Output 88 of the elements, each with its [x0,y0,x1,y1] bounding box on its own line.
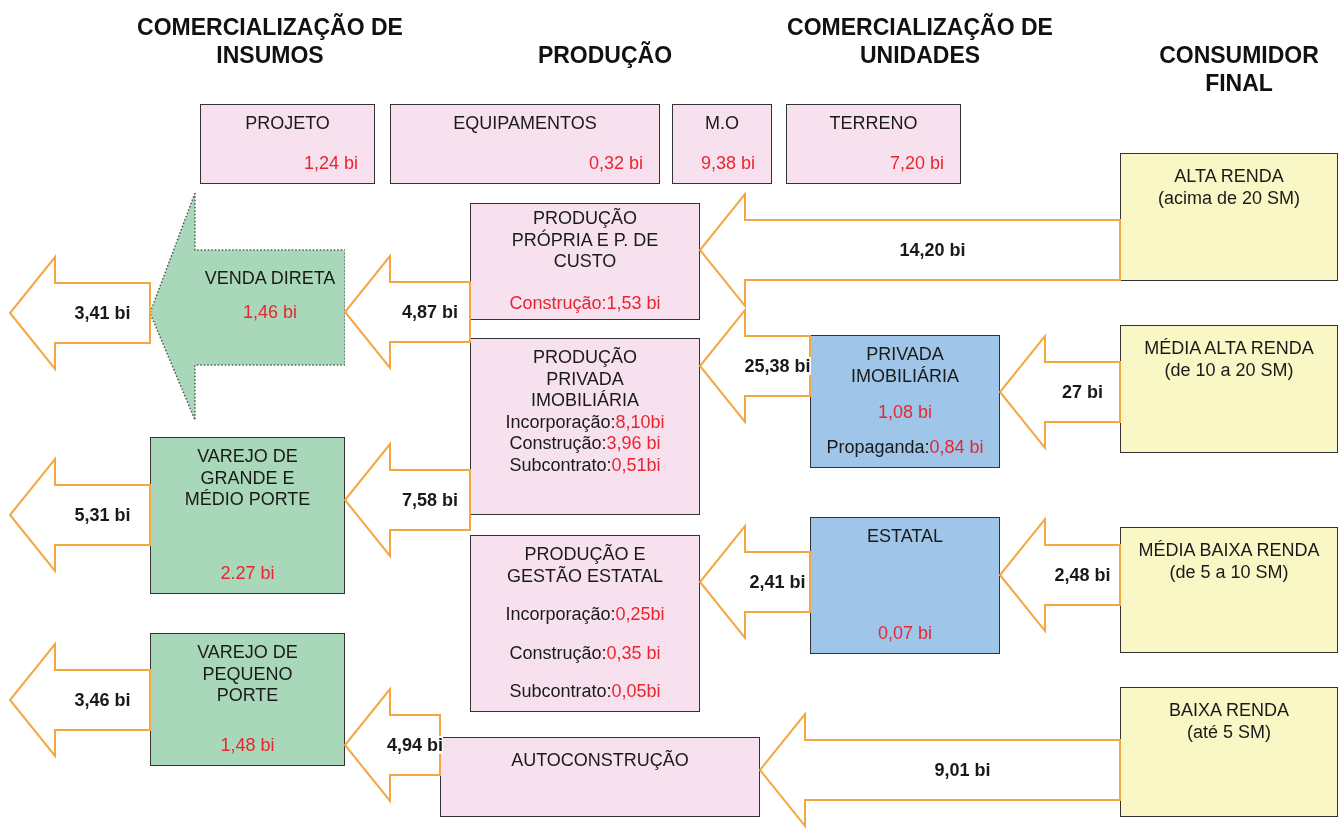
block-arrow [8,254,151,372]
production-box [470,338,700,515]
cost-label: Incorporação: [505,604,616,625]
flow-value: 3,41 bi [74,304,131,322]
column-heading: CONSUMIDOR FINAL [1158,42,1320,98]
cost-value: Construção:1,53 bi [509,293,661,314]
cost-value: 0,07 bi [877,623,932,644]
box-title: VAREJO DE PEQUENO PORTE [197,642,298,706]
box-subtitle: (acima de 20 SM) [1157,187,1301,208]
block-arrow [698,523,811,641]
block-arrow [8,456,151,574]
column-heading: COMERCIALIZAÇÃO DE INSUMOS [136,14,404,70]
box-title: M.O [705,113,739,133]
cost-value: 2.27 bi [220,563,275,584]
flow-value: 7,58 bi [402,491,458,509]
box-title: MÉDIA ALTA RENDA [1144,338,1314,358]
cost-label: Propaganda: [826,437,930,458]
box-title: ALTA RENDA [1174,166,1284,186]
column-heading: PRODUÇÃO [536,42,674,70]
production-box [470,203,700,320]
sales-box [810,335,1000,468]
flow-value: 25,38 bi [744,357,811,375]
box-title: BAIXA RENDA [1168,700,1289,720]
consumer-box [1120,687,1338,817]
block-arrow [343,253,471,371]
block-arrow [8,641,151,759]
cost-value: 0,51bi [611,454,661,475]
consumer-box [1120,153,1338,281]
sales-box [810,517,1000,654]
cost-box [200,104,375,184]
cost-value: 9,38 bi [700,153,755,174]
production-box [470,535,700,712]
flow-value: 4,94 bi [387,736,443,754]
box-subtitle: (até 5 SM) [1187,721,1271,742]
cost-label: Construção: [509,642,607,663]
cost-box [672,104,772,184]
block-arrow [698,191,1121,309]
box-title: PRODUÇÃO PRIVADA IMOBILIÁRIA [531,347,639,411]
cost-label: Incorporação: [505,411,616,432]
box-subtitle: (de 5 a 10 SM) [1169,561,1289,582]
block-arrow [343,441,471,559]
flow-value: 5,31 bi [74,506,131,524]
box-title: PRODUÇÃO PRÓPRIA E P. DE CUSTO [511,208,659,272]
production-box [440,737,760,817]
flow-value: 27 bi [1062,383,1103,401]
cost-box [786,104,961,184]
flow-value: 9,01 bi [934,761,991,779]
box-title: PRIVADA IMOBILIÁRIA [851,344,959,386]
box-title: AUTOCONSTRUÇÃO [511,750,689,770]
cost-value: 0,35 bi [606,642,661,663]
column-heading: COMERCIALIZAÇÃO DE UNIDADES [786,14,1054,70]
cost-value: 0,84 bi [929,437,984,458]
box-title: PRODUÇÃO E GESTÃO ESTATAL [506,544,663,586]
box-title: TERRENO [829,113,918,133]
flow-value: 2,48 bi [1054,566,1111,584]
cost-value: 7,20 bi [889,153,944,174]
flow-value: 14,20 bi [899,241,966,259]
retail-box [150,633,345,766]
box-title: VENDA DIRETA [204,268,336,288]
block-arrow [758,711,1121,829]
cost-label: Subcontrato: [509,454,612,475]
cost-value: 1,48 bi [220,735,275,756]
box-title: EQUIPAMENTOS [453,113,597,133]
block-arrow [998,516,1121,634]
cost-label: Subcontrato: [509,681,612,702]
box-title: MÉDIA BAIXA RENDA [1138,540,1320,560]
box-title: PROJETO [245,113,330,133]
cost-box [390,104,660,184]
cost-value: 0,25bi [615,604,665,625]
box-title: ESTATAL [867,526,943,546]
box-subtitle: (de 10 a 20 SM) [1164,359,1294,380]
cost-value: 8,10bi [615,411,665,432]
cost-value: 1,24 bi [303,153,358,174]
cost-value: 0,32 bi [588,153,643,174]
flow-value: 2,41 bi [749,573,806,591]
cost-label: Construção: [509,433,607,454]
block-arrow [998,333,1121,451]
consumer-box [1120,527,1338,653]
cost-value: 0,05bi [611,681,661,702]
cost-value: 1,08 bi [877,401,932,422]
block-arrow [698,307,811,425]
box-title: VAREJO DE GRANDE E MÉDIO PORTE [184,446,311,510]
consumer-box [1120,325,1338,453]
flow-value: 3,46 bi [74,691,131,709]
cost-value: 3,96 bi [606,433,661,454]
retail-box [150,437,345,594]
cost-value: 1,46 bi [242,301,297,322]
flow-value: 4,87 bi [402,303,458,321]
